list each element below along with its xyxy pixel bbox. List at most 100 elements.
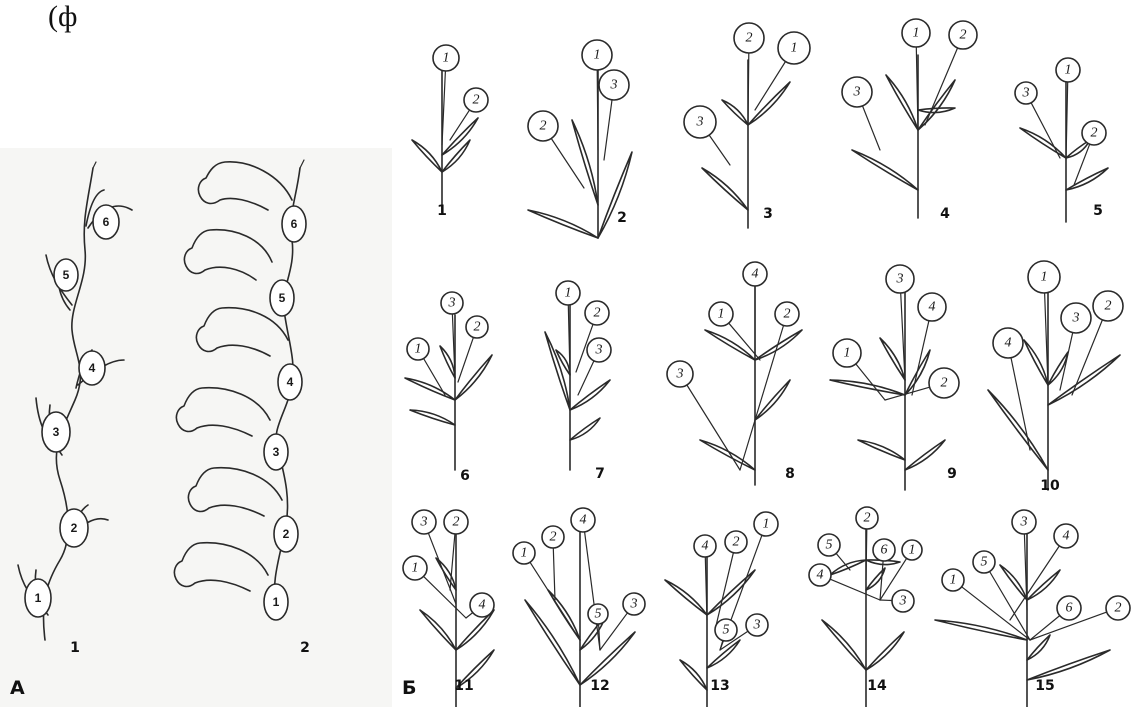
- bud-2: 2: [60, 509, 88, 547]
- scheme-10-flower-2-label: 3: [1072, 311, 1080, 326]
- scheme-11-flower-4-label: 4: [479, 598, 486, 613]
- scheme-3: 2133: [684, 23, 810, 228]
- scheme-12-leaf-1: [525, 600, 580, 685]
- scheme-9-leaf-1: [858, 440, 905, 460]
- scheme-8-leaf-1: [700, 440, 755, 470]
- scheme-12-pedicel-1: [530, 562, 580, 640]
- scheme-9-leaf-5: [880, 338, 905, 380]
- scheme-15-pedicel-5: [1030, 616, 1060, 640]
- scheme-7: 1 2 3 7: [545, 281, 611, 482]
- scheme-11-pedicel-3: [424, 576, 466, 618]
- scheme-3-leaf-2: [722, 100, 748, 125]
- scheme-2-caption: 2: [617, 210, 627, 226]
- panel-b: Б 12113222133123413253216123741238341291…: [402, 19, 1130, 707]
- scheme-6-leaf-2: [455, 355, 492, 400]
- scheme-10-leaf-2: [1048, 355, 1120, 405]
- scheme-8-flower-2-label: 1: [718, 307, 725, 322]
- header-fragment: (ф: [48, 0, 77, 33]
- scheme-11: 321411: [403, 510, 494, 707]
- scheme-9-flower-3-label: 1: [844, 346, 851, 361]
- scheme-3-flower-3-label: 3: [696, 115, 704, 130]
- scheme-6-flower-3-label: 1: [415, 342, 422, 357]
- scheme-11-caption: 11: [454, 678, 473, 694]
- scheme-6-pedicel-3: [424, 359, 445, 396]
- scheme-14-leaf-1: [822, 620, 866, 670]
- flower-4: 4: [278, 364, 302, 400]
- scheme-11-flower-1-label: 3: [420, 515, 428, 530]
- panel-a-letter: А: [10, 677, 25, 699]
- scheme-7-flower-1-label: 1: [565, 286, 572, 301]
- bud-3: 3: [42, 412, 70, 452]
- scheme-6-leaf-3: [410, 410, 455, 425]
- bud-1: 1: [25, 579, 51, 617]
- scheme-14-leaf-2: [866, 632, 904, 670]
- flower-5: 5: [270, 280, 294, 316]
- scheme-1-flower-2-label: 2: [473, 93, 480, 108]
- scheme-15-flower-3-label: 5: [981, 555, 988, 570]
- scheme-14-caption: 14: [867, 678, 887, 694]
- scheme-13-flower-1-label: 4: [702, 539, 709, 554]
- scheme-5-caption: 5: [1093, 203, 1103, 219]
- scheme-2-pedicel-1: [597, 70, 598, 150]
- scheme-14-flower-2-label: 5: [826, 538, 833, 553]
- flower-4-label: 4: [287, 375, 294, 389]
- scheme-2-leaf-1: [528, 210, 598, 238]
- flower-2-label: 2: [283, 527, 290, 541]
- scheme-8-flower-3-label: 2: [784, 307, 791, 322]
- scheme-6-pedicel-2: [458, 337, 473, 382]
- scheme-5-flower-3-label: 2: [1091, 126, 1098, 141]
- scheme-10-flower-1-label: 1: [1041, 270, 1048, 285]
- scheme-13-leaf-3: [707, 640, 740, 668]
- flower-2: 2: [274, 516, 298, 552]
- scheme-4-leaf-2: [886, 75, 918, 130]
- scheme-9-flower-2-label: 4: [929, 300, 936, 315]
- scheme-7-leaf-3: [570, 418, 600, 440]
- scheme-2-flower-3-label: 2: [540, 119, 547, 134]
- scheme-7-flower-3-label: 3: [595, 343, 603, 358]
- scheme-15-leaf-4: [1027, 570, 1060, 600]
- scheme-8-pedicel-4: [687, 385, 740, 470]
- scheme-9-leaf-4: [905, 440, 945, 470]
- scheme-1-flower-1-label: 1: [443, 51, 450, 66]
- scheme-8-flower-1-label: 4: [752, 267, 759, 282]
- scheme-2: 1322: [528, 40, 632, 238]
- scheme-1: 121: [412, 45, 488, 219]
- scheme-3-pedicel-3: [709, 135, 730, 165]
- scheme-9-pedicel-2: [912, 321, 929, 395]
- scheme-4-caption: 4: [940, 206, 950, 222]
- bud-4: 4: [79, 351, 105, 385]
- scheme-11-pedicel-4: [466, 613, 473, 618]
- bud-1-label: 1: [35, 591, 42, 605]
- scheme-12-pedicel-2: [553, 548, 555, 600]
- scheme-4-flower-2-label: 2: [960, 28, 967, 43]
- panel-b-letter: Б: [402, 677, 416, 699]
- scheme-2-leaf-2: [598, 152, 632, 238]
- scheme-2-pedicel-2: [604, 100, 612, 160]
- scheme-12-flower-5-label: 5: [595, 607, 602, 622]
- scheme-5-leaf-1: [1020, 128, 1066, 158]
- scheme-2-flower-2-label: 3: [610, 78, 618, 93]
- scheme-11-leaf-1: [420, 610, 456, 650]
- scheme-6-caption: 6: [460, 468, 470, 484]
- flower-1: 1: [264, 584, 288, 620]
- flower-6-label: 6: [291, 217, 298, 231]
- scheme-13-leaf-2: [707, 570, 755, 615]
- scheme-10-leaf-1: [988, 390, 1048, 470]
- scheme-7-leaf-1: [545, 332, 570, 410]
- scheme-7-flower-2-label: 2: [594, 306, 601, 321]
- scheme-10-leaf-3: [1024, 340, 1048, 385]
- scheme-15-flower-1-label: 3: [1020, 515, 1028, 530]
- scheme-8: 41238: [667, 262, 802, 485]
- scheme-2-leaf-3: [572, 120, 598, 205]
- scheme-12-flower-2-label: 2: [550, 530, 557, 545]
- scheme-14-flower-3-label: 6: [881, 543, 888, 558]
- flower-3-label: 3: [273, 445, 280, 459]
- scheme-7-caption: 7: [595, 466, 605, 482]
- scheme-12: 1243512: [513, 508, 645, 707]
- scheme-15-leaf-1: [935, 620, 1027, 640]
- scheme-15-pedicel-4: [962, 587, 1030, 640]
- scheme-13-flower-4-label: 5: [723, 623, 730, 638]
- scheme-12-flower-3-label: 4: [580, 513, 587, 528]
